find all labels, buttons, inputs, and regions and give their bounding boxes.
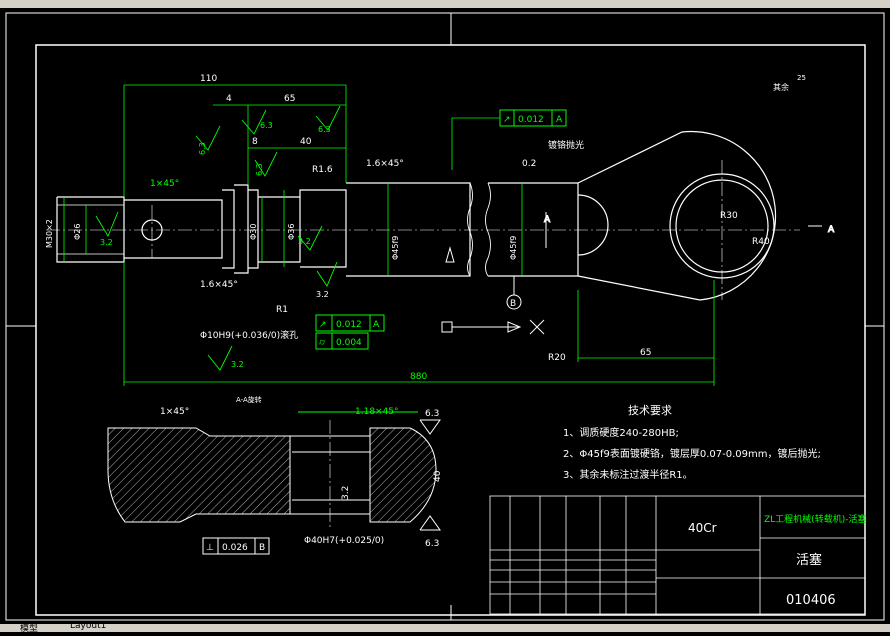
svg-text:M30×2: M30×2 xyxy=(45,219,54,248)
tolerance-frame-top: ↗ 0.012 A xyxy=(499,109,567,127)
svg-text:4: 4 xyxy=(226,94,232,104)
svg-text:↗: ↗ xyxy=(503,115,511,125)
svg-text:Φ45f9: Φ45f9 xyxy=(391,236,400,260)
title-block-text: 40Cr ZL工程机械(转载机)-活塞 活塞 010406 xyxy=(688,513,866,608)
svg-text:880: 880 xyxy=(410,372,427,382)
roughness-symbols xyxy=(95,105,341,371)
svg-text:⌭: ⌭ xyxy=(319,338,326,348)
tech-requirements: 技术要求 1、调质硬度240-280HB; 2、Φ45f9表面镀硬铬，镀层厚0.… xyxy=(563,404,821,481)
svg-text:A-A旋转: A-A旋转 xyxy=(236,395,262,404)
svg-text:40: 40 xyxy=(433,470,443,482)
svg-text:0.026: 0.026 xyxy=(222,543,248,553)
svg-text:Φ26: Φ26 xyxy=(73,224,82,240)
svg-text:6.3: 6.3 xyxy=(255,163,264,176)
tab-model[interactable]: 模型 xyxy=(20,624,39,634)
svg-text:1×45°: 1×45° xyxy=(150,179,179,189)
diameter-labels: M30×2 Φ26 Φ30 Φ36 Φ45f9 Φ45f9 xyxy=(45,219,518,260)
svg-text:6.3: 6.3 xyxy=(425,409,439,419)
svg-text:6.3: 6.3 xyxy=(425,539,439,549)
dimension-labels: 880 110 4 65 40 8 65 1×45° 1.6×45° 1.6×4… xyxy=(150,74,770,382)
svg-text:110: 110 xyxy=(200,74,217,84)
layout-tabs: 模型 Layout1 xyxy=(0,621,890,634)
svg-text:A: A xyxy=(544,215,551,225)
svg-text:⊥: ⊥ xyxy=(206,543,214,553)
svg-text:活塞: 活塞 xyxy=(796,552,822,568)
svg-text:6.3: 6.3 xyxy=(318,125,331,134)
svg-text:40Cr: 40Cr xyxy=(688,521,717,535)
tolerance-frame-mid: ↗ 0.012 A ⌭ 0.004 xyxy=(315,314,385,350)
svg-text:6.3: 6.3 xyxy=(260,121,273,130)
svg-text:A: A xyxy=(556,115,563,125)
svg-text:6.3: 6.3 xyxy=(198,142,207,155)
svg-text:↗: ↗ xyxy=(319,320,327,330)
svg-text:Φ45f9: Φ45f9 xyxy=(509,236,518,260)
section-markers: A A xyxy=(544,212,836,248)
svg-text:3.2: 3.2 xyxy=(341,486,351,500)
section-view xyxy=(107,420,437,530)
tolerance-frame-bottom: ⊥ 0.026 B xyxy=(202,537,270,555)
title-block xyxy=(489,495,866,615)
svg-text:R30: R30 xyxy=(720,211,738,221)
svg-text:A: A xyxy=(373,320,380,330)
svg-text:R20: R20 xyxy=(548,353,566,363)
svg-text:3.2: 3.2 xyxy=(231,360,244,369)
svg-text:25: 25 xyxy=(797,74,806,82)
svg-text:3.2: 3.2 xyxy=(316,290,329,299)
svg-text:镀铬抛光: 镀铬抛光 xyxy=(548,139,584,151)
center-lines xyxy=(46,160,800,300)
roughness-labels: 6.3 6.3 6.3 6.3 3.2 3.2 3.2 3.2 其余 25 xyxy=(100,74,806,369)
svg-text:3.2: 3.2 xyxy=(298,237,311,246)
svg-text:3.2: 3.2 xyxy=(100,238,113,247)
svg-text:40: 40 xyxy=(300,137,312,147)
tab-layout1[interactable]: Layout1 xyxy=(70,621,107,631)
outer-frame xyxy=(5,12,885,621)
svg-text:8: 8 xyxy=(252,137,258,147)
section-roughness xyxy=(298,411,441,531)
svg-text:65: 65 xyxy=(640,348,651,358)
svg-text:1.6×45°: 1.6×45° xyxy=(200,280,238,290)
svg-text:B: B xyxy=(510,299,516,309)
svg-text:65: 65 xyxy=(284,94,295,104)
svg-text:Φ30: Φ30 xyxy=(249,224,258,240)
svg-text:R1: R1 xyxy=(276,305,288,315)
svg-text:1.6×45°: 1.6×45° xyxy=(366,159,404,169)
svg-text:R40: R40 xyxy=(752,237,770,247)
svg-text:A: A xyxy=(828,225,835,235)
svg-text:0.012: 0.012 xyxy=(518,115,544,125)
svg-text:其余: 其余 xyxy=(773,82,789,92)
svg-text:ZL工程机械(转载机)-活塞: ZL工程机械(转载机)-活塞 xyxy=(764,513,866,525)
main-view xyxy=(56,130,777,301)
svg-text:Φ40H7(+0.025/0): Φ40H7(+0.025/0) xyxy=(304,536,384,546)
svg-text:Φ36: Φ36 xyxy=(287,224,296,240)
toolbar-strip xyxy=(0,0,890,8)
svg-text:技术要求: 技术要求 xyxy=(628,404,672,417)
svg-text:2、Φ45f9表面镀硬铬，镀层厚0.07-0.09mm，镀后: 2、Φ45f9表面镀硬铬，镀层厚0.07-0.09mm，镀后抛光; xyxy=(563,447,821,460)
svg-text:R1.6: R1.6 xyxy=(312,165,333,175)
svg-text:0.012: 0.012 xyxy=(336,320,362,330)
view-arrows xyxy=(441,246,545,335)
dimension-lines xyxy=(63,84,715,386)
svg-text:1、调质硬度240-280HB;: 1、调质硬度240-280HB; xyxy=(563,426,679,439)
svg-text:Φ10H9(+0.036/0)滚孔: Φ10H9(+0.036/0)滚孔 xyxy=(200,329,298,341)
inner-frame xyxy=(35,44,866,616)
svg-text:1×45°: 1×45° xyxy=(160,407,189,417)
svg-text:010406: 010406 xyxy=(786,593,836,608)
svg-text:B: B xyxy=(259,543,265,553)
svg-text:0.2: 0.2 xyxy=(522,159,536,169)
datum-b: B xyxy=(506,276,522,310)
svg-text:3、其余未标注过渡半径R1。: 3、其余未标注过渡半径R1。 xyxy=(563,468,693,481)
svg-text:0.004: 0.004 xyxy=(336,338,362,348)
